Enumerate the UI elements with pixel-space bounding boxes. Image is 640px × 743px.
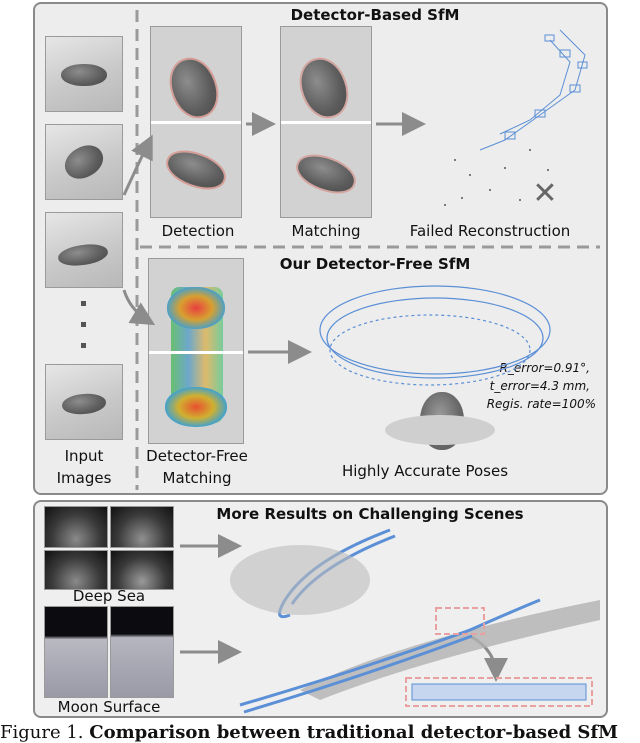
- input-images-label-line2: Images: [56, 469, 112, 487]
- failed-point-scatter: [444, 149, 549, 206]
- matching-label: Matching: [291, 222, 361, 240]
- detector-free-matching-label-line1: Detector-Free: [146, 447, 248, 465]
- deep-sea-image-1: [44, 506, 108, 548]
- detector-free-sfm-title: Our Detector-Free SfM: [279, 255, 471, 273]
- detection-label: Detection: [161, 222, 235, 240]
- input-image-2: [45, 124, 123, 200]
- input-image-1: [45, 36, 123, 112]
- zoomed-trajectory: [411, 683, 587, 701]
- arrow-inputs-to-detection: [122, 134, 153, 196]
- moon-surface-image-1: [44, 606, 108, 698]
- ellipsis-dot-1: [81, 301, 86, 306]
- detector-free-matching-label-line2: Matching: [162, 469, 232, 487]
- moon-points: [300, 600, 600, 700]
- figure-caption: Figure 1. Comparison between traditional…: [0, 722, 640, 743]
- deep-sea-image-2: [110, 506, 174, 548]
- moon-surface-image-2: [110, 606, 174, 698]
- failed-reconstruction-label: Failed Reconstruction: [409, 222, 571, 240]
- detector-based-sfm-title: Detector-Based SfM: [290, 6, 460, 24]
- pose-ground-points: [385, 415, 495, 445]
- input-image-3: [45, 212, 123, 288]
- caption-prefix: Figure 1.: [0, 722, 90, 743]
- highlight-box-zoom: [405, 677, 593, 707]
- deep-sea-points: [230, 545, 370, 615]
- detector-free-matching-image: [148, 258, 244, 444]
- caption-bold-text: Comparison between traditional detector-…: [89, 722, 619, 743]
- deep-sea-image-3: [44, 550, 108, 590]
- challenging-scenes-title: More Results on Challenging Scenes: [216, 505, 524, 523]
- r-error-metric: R_error=0.91°,: [499, 361, 590, 375]
- deep-sea-image-4: [110, 550, 174, 590]
- failed-camera-trail: [479, 29, 588, 151]
- ellipsis-dot-2: [81, 322, 86, 327]
- matching-image: [280, 26, 372, 218]
- t-error-metric: t_error=4.3 mm,: [489, 379, 590, 393]
- highly-accurate-poses-label: Highly Accurate Poses: [341, 462, 509, 480]
- moon-surface-label: Moon Surface: [57, 698, 161, 716]
- moon-trajectory: [239, 598, 541, 714]
- camera-pose-ring: [319, 285, 551, 386]
- input-image-4: [45, 364, 123, 440]
- input-images-label-line1: Input: [64, 447, 104, 465]
- highlight-box-small: [435, 607, 485, 635]
- regis-rate-metric: Regis. rate=100%: [486, 397, 596, 411]
- detection-image: [150, 26, 242, 218]
- arrow-inputs-to-detector-free: [122, 289, 156, 326]
- failure-cross-icon: ✕: [532, 176, 558, 211]
- deep-sea-label: Deep Sea: [72, 587, 146, 605]
- ellipsis-dot-3: [81, 343, 86, 348]
